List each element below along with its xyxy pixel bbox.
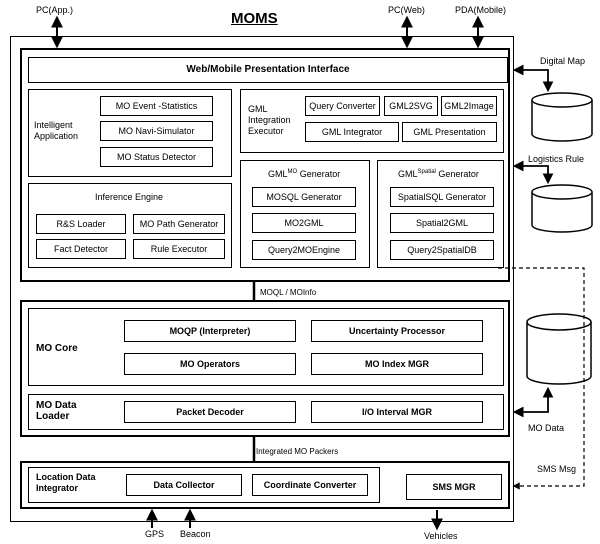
pc-web-label: PC(Web) bbox=[388, 5, 425, 15]
coordinate-converter: Coordinate Converter bbox=[252, 474, 368, 496]
mo-data-label: MO Data bbox=[528, 423, 565, 433]
pda-label: PDA(Mobile) bbox=[455, 5, 507, 15]
web-mobile-interface: Web/Mobile Presentation Interface bbox=[28, 57, 508, 83]
mo-status-detector: MO Status Detector bbox=[100, 147, 213, 167]
query2moengine: Query2MOEngine bbox=[252, 240, 356, 260]
pc-app-label: PC(App.) bbox=[36, 5, 74, 15]
mo-path-generator: MO Path Generator bbox=[133, 214, 225, 234]
mo-event-statistics: MO Event -Statistics bbox=[100, 96, 213, 116]
sms-msg-label: SMS Msg bbox=[537, 464, 577, 474]
mo-navi-simulator: MO Navi-Simulator bbox=[100, 121, 213, 141]
gps-label: GPS bbox=[145, 529, 165, 539]
fact-detector: Fact Detector bbox=[36, 239, 126, 259]
intelligent-application-label: Intelligent Application bbox=[34, 120, 79, 141]
gml-spatial-generator-label: GMLSpatial Generator bbox=[398, 169, 479, 179]
digital-map-label: Digital Map bbox=[540, 56, 586, 66]
mo-core-label: MO Core bbox=[36, 343, 78, 354]
rs-loader: R&S Loader bbox=[36, 214, 126, 234]
uncertainty-processor: Uncertainty Processor bbox=[311, 320, 483, 342]
vehicles-label: Vehicles bbox=[424, 531, 458, 541]
query2spatialdb: Query2SpatialDB bbox=[390, 240, 494, 260]
gml2svg: GML2SVG bbox=[384, 96, 438, 116]
legacy-db-label: Legacy DB bbox=[539, 202, 585, 212]
legacy-db-sub: (R&S, T&T) bbox=[538, 213, 586, 223]
modb-label: MODB bbox=[543, 342, 575, 353]
moql-moinfo-label: MOQL / MOInfo bbox=[260, 288, 317, 297]
integrated-mo-packets-label: Integrated MO Packers bbox=[256, 447, 339, 456]
mo-index-mgr: MO Index MGR bbox=[311, 353, 483, 375]
rule-executor: Rule Executor bbox=[133, 239, 225, 259]
mo-operators: MO Operators bbox=[124, 353, 296, 375]
packet-decoder: Packet Decoder bbox=[124, 401, 296, 423]
beacon-label: Beacon bbox=[180, 529, 211, 539]
spatial2gml: Spatial2GML bbox=[390, 213, 494, 233]
query-converter: Query Converter bbox=[305, 96, 380, 116]
gml-mo-generator-label: GMLMO Generator bbox=[268, 169, 341, 179]
moqp-interpreter: MOQP (Interpreter) bbox=[124, 320, 296, 342]
title: MOMS bbox=[231, 10, 278, 27]
sms-mgr: SMS MGR bbox=[406, 474, 502, 500]
io-interval-mgr: I/O Interval MGR bbox=[311, 401, 483, 423]
digital-map-arrow bbox=[512, 64, 554, 93]
gml-integrator: GML Integrator bbox=[305, 122, 399, 142]
spatialsql-generator: SpatialSQL Generator bbox=[390, 187, 494, 207]
modb-sub: (Oracle 9i) bbox=[537, 356, 580, 366]
logistics-rule-label: Logistics Rule bbox=[528, 154, 585, 164]
mo-data-arrow bbox=[512, 386, 554, 418]
gml-presentation: GML Presentation bbox=[402, 122, 497, 142]
location-data-integrator-label: Location Data Integrator bbox=[36, 472, 96, 493]
gml-integration-executor-label: GML Integration Executor bbox=[248, 104, 291, 136]
inference-engine-label: Inference Engine bbox=[95, 192, 164, 202]
logistics-rule-arrow bbox=[512, 160, 554, 185]
mo-data-loader-label: MO Data Loader bbox=[36, 400, 77, 422]
spatial-db-label: Spatial DB bbox=[536, 111, 587, 122]
gml2image: GML2Image bbox=[441, 96, 497, 116]
mo2gml: MO2GML bbox=[252, 213, 356, 233]
mosql-generator: MOSQL Generator bbox=[252, 187, 356, 207]
data-collector: Data Collector bbox=[126, 474, 242, 496]
